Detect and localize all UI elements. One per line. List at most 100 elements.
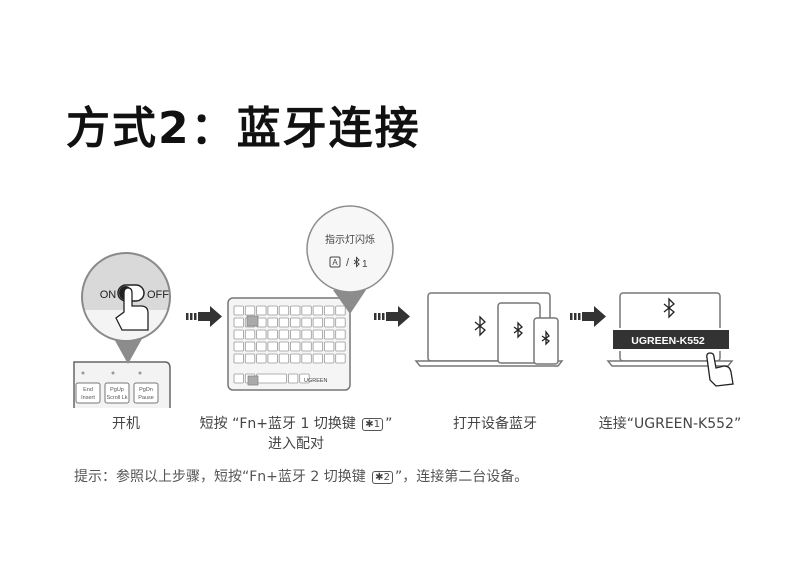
key-end-label: End [83,387,93,393]
keyboard-key [301,317,312,328]
step2-caption-pre: 短按 “Fn+蓝牙 1 切换键 [199,416,361,432]
callout-pointer [113,337,143,364]
key-pause-label: Pause [138,395,154,401]
keyboard-key [267,353,278,364]
keyboard-key [301,305,312,316]
arrow-icon [570,306,606,327]
keyboard-key [267,317,278,328]
step2-caption-post: ” [385,416,393,432]
step2-caption: 短按 “Fn+蓝牙 1 切换键 ✱1” 进入配对 [196,414,396,454]
hand-icon [115,287,149,331]
bluetooth-icon [541,330,551,346]
keyboard-key [312,305,324,316]
keyboard-key [312,353,324,364]
keyboard-key [278,329,290,340]
keyboard-key [256,305,267,316]
bluetooth-icon [513,321,523,339]
keyboard-key [244,353,256,364]
end-insert-key [75,382,101,404]
keyboard-key [335,329,346,340]
arrow-icon [186,306,222,327]
page-title: 方式2：蓝牙连接 [66,103,421,154]
keyboard-key [233,329,244,340]
keyboard-key [335,305,346,316]
device-name: UGREEN-K552 [631,335,705,347]
bluetooth-key-badge: ✱2 [372,471,393,484]
bubble-number: 1 [362,259,368,270]
keyboard-brand-label: UGREEN [304,378,328,384]
keyboard-key [233,305,244,316]
step2-illustration: UGREEN 指示灯闪烁 A / 1 [227,205,394,391]
keyboard-key [287,373,299,384]
keyboard-key [335,317,346,328]
pgdn-key [133,382,159,404]
bluetooth-icon [474,315,486,337]
keyboard-key [290,317,301,328]
keyboard-key [267,329,278,340]
svg-text:/: / [346,257,350,269]
bluetooth-icon [663,297,675,319]
key-pgdn-label: PgDn [139,387,153,393]
key-scrolllk-label: Scroll Lk [106,395,127,401]
tip-note: 提示：参照以上步骤，短按“Fn+蓝牙 2 切换键 ✱2”，连接第二台设备。 [74,466,528,486]
keyboard-key [278,305,290,316]
keyboard-key [256,373,288,384]
indicator-bubble [306,205,394,293]
keyboard-key [299,373,310,384]
keyboard-key [323,329,335,340]
bluetooth-key-badge: ✱1 [362,418,384,431]
keyboard-key [267,305,278,316]
keyboard-key [290,305,301,316]
step2-caption-line2: 进入配对 [268,436,324,452]
keyboard-key [301,341,312,352]
keyboard-key [256,341,267,352]
keyboard-key [233,353,244,364]
bluetooth-icon [353,256,360,268]
keyboard-key [244,305,256,316]
switch-on-label: ON [100,289,117,301]
bubble-pointer [333,290,366,314]
keyboard-key [301,353,312,364]
keyboard-key [335,353,346,364]
keyboard-key [233,341,244,352]
keyboard-key [233,373,244,384]
step3-caption: 打开设备蓝牙 [453,416,537,432]
keyboard-key [290,353,301,364]
step4-illustration: UGREEN-K552 [606,292,734,387]
keyboard-key [312,317,324,328]
keyboard-key [278,317,290,328]
step1-illustration: End Insert PgUp Scroll Lk PgDn Pause ON … [73,252,171,408]
keyboard-key [335,341,346,352]
keyboard-key [244,329,256,340]
bubble-key-label: A [332,258,338,267]
step1-caption: 开机 [112,416,140,432]
bubble-title: 指示灯闪烁 [325,233,375,246]
key-insert-label: Insert [81,395,95,401]
keyboard-key [233,317,244,328]
step3-illustration [414,292,564,367]
keyboard-key [323,353,335,364]
key-pgup-label: PgUp [110,387,124,393]
keyboard-key [312,329,324,340]
keyboard-key [256,329,267,340]
keyboard-key [290,341,301,352]
keyboard-key [323,317,335,328]
keyboard-key [244,341,256,352]
hand-icon [706,352,734,387]
switch-off-label: OFF [147,289,169,301]
caps-lock-indicator [329,256,341,268]
keyboard-key [267,341,278,352]
step4-caption: 连接“UGREEN-K552” [598,416,742,432]
keyboard-key [290,329,301,340]
keyboard-key [301,329,312,340]
keyboard-key [312,341,324,352]
pgup-key [104,382,130,404]
indicator-leds [81,371,142,375]
keyboard-key [256,353,267,364]
keyboard-key [278,341,290,352]
keyboard-key [323,305,335,316]
device-list-item [611,328,731,351]
tip-note-post: ”，连接第二台设备。 [394,469,529,485]
tip-note-pre: 提示：参照以上步骤，短按“Fn+蓝牙 2 切换键 [74,469,371,485]
